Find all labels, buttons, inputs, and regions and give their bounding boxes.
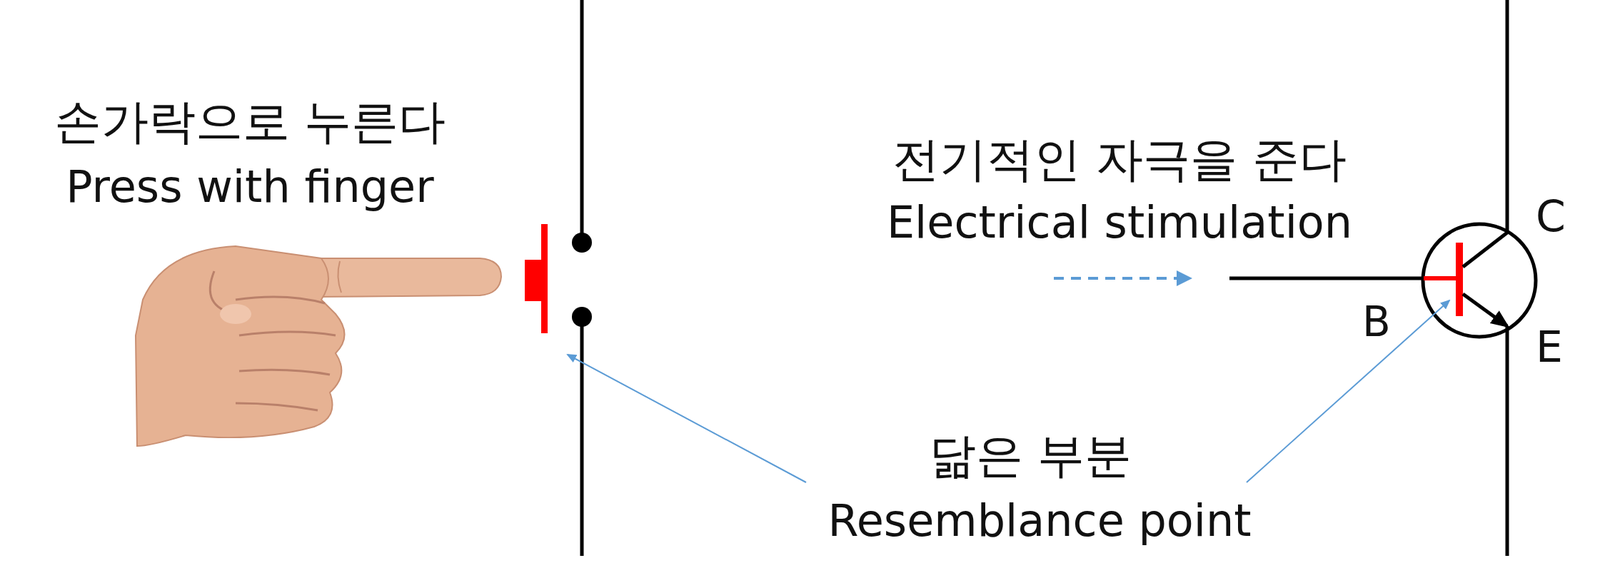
caption-english: Press with finger (65, 162, 434, 212)
pin-name: C (1535, 192, 1566, 240)
caption-korean: 닮은 부분 (928, 430, 1133, 483)
transistor-symbol (1229, 0, 1536, 557)
push-switch-symbol (524, 0, 592, 557)
stimulation-arrow (1053, 277, 1189, 280)
pointing-hand (135, 246, 502, 447)
pin-name: B (1362, 299, 1391, 346)
caption-korean: 손가락으로 누른다 (54, 96, 447, 149)
caption-english: Electrical stimulation (886, 198, 1353, 248)
leader-line (567, 354, 807, 483)
caption-english: Resemblance point (827, 496, 1251, 546)
pin-name: E (1535, 323, 1563, 371)
leader-line (1246, 300, 1450, 483)
stimulation-arrowhead (1176, 270, 1193, 287)
caption-korean: 전기적인 자극을 준다 (892, 134, 1347, 187)
